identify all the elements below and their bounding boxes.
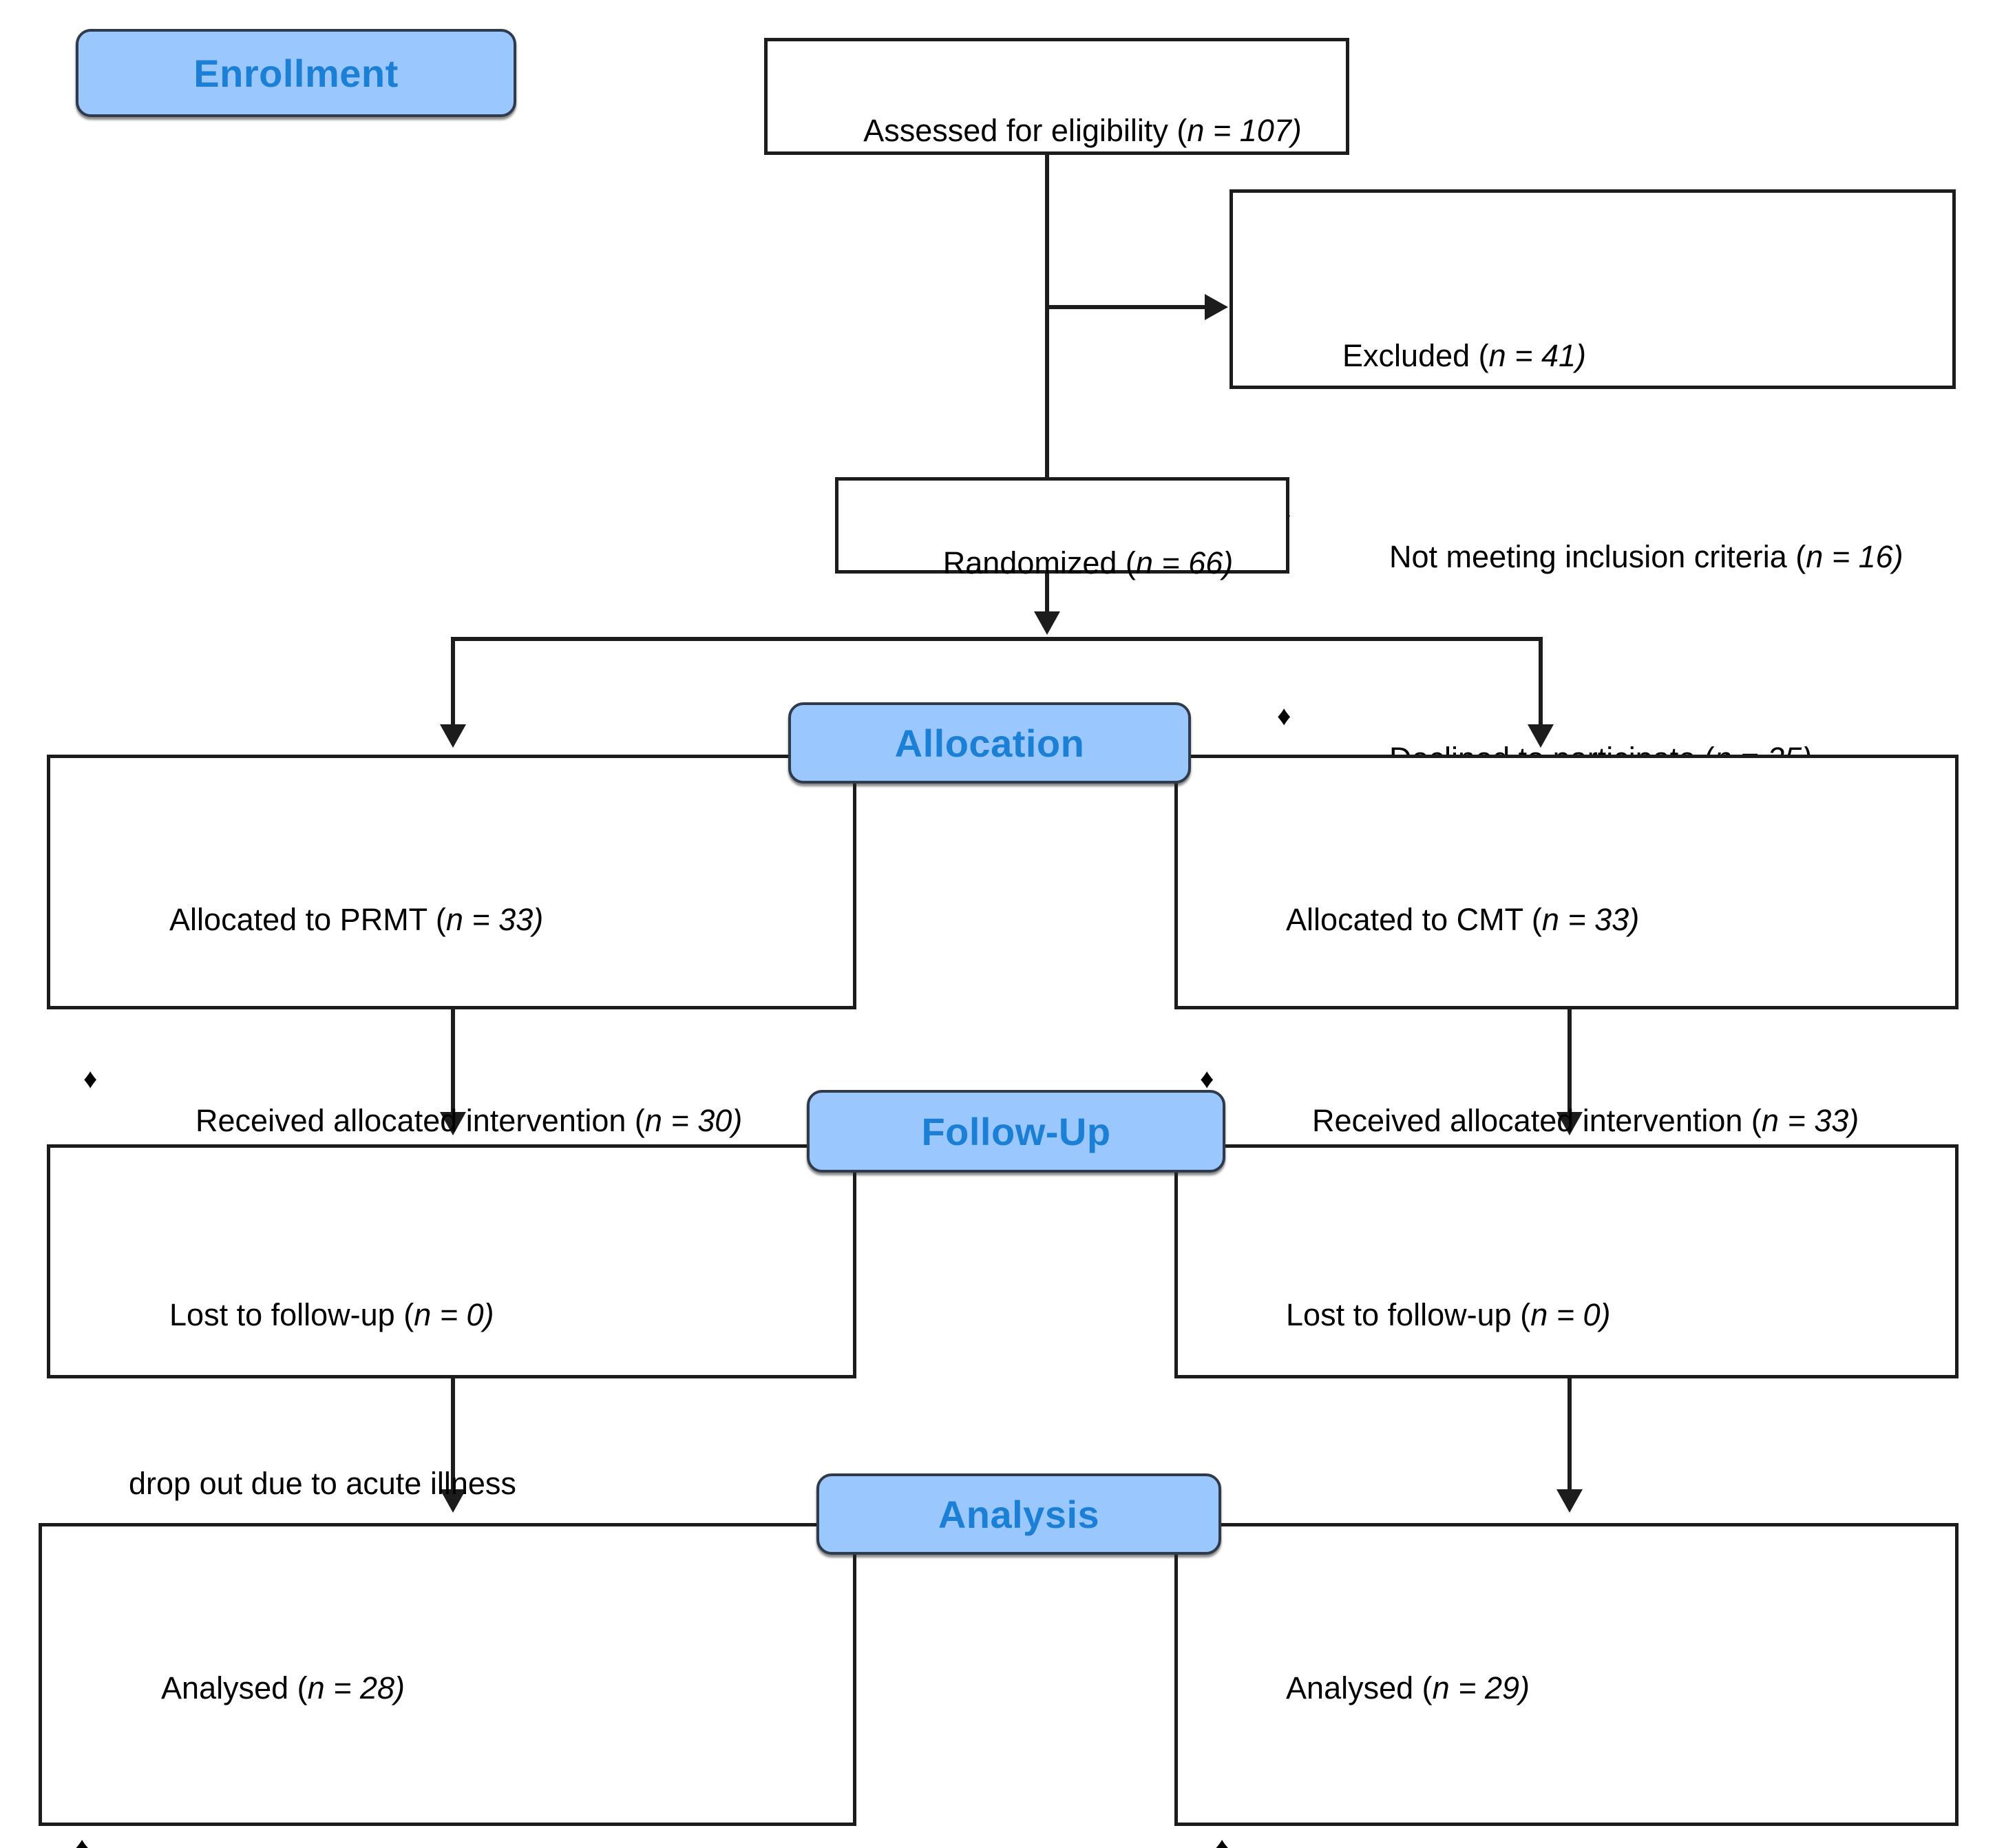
- connector-followup-left-to-analysis: [451, 1378, 455, 1495]
- arrowhead-split-left: [440, 724, 466, 748]
- connector-split-left-drop: [451, 637, 455, 737]
- excluded-item-0-value: = 16): [1823, 539, 1903, 574]
- analysis-right-heading-label: Analysed (: [1286, 1670, 1433, 1705]
- follow-left-lost-value: = 0): [431, 1296, 494, 1332]
- analysis-left-heading-label: Analysed (: [161, 1670, 308, 1705]
- stage-label-analysis-text: Analysis: [938, 1492, 1100, 1536]
- arrowhead-split-right: [1528, 724, 1554, 748]
- arrowhead-alloc-right-to-followup: [1556, 1112, 1583, 1135]
- arrowhead-to-excluded: [1205, 294, 1228, 320]
- alloc-right-item-0: ♦ Received allocated intervention (n = 3…: [1200, 1061, 1941, 1182]
- follow-left-lost-label: Lost to follow-up (: [169, 1296, 414, 1332]
- alloc-right-heading-label: Allocated to CMT (: [1286, 901, 1542, 937]
- connector-assessed-to-randomized: [1045, 155, 1049, 479]
- analysis-right-heading-n: n: [1432, 1670, 1450, 1705]
- node-assessed-for-eligibility: Assessed for eligibility (n = 107): [764, 38, 1349, 155]
- diamond-bullet-icon: ♦: [1215, 1831, 1229, 1848]
- analysis-right-excluded: ♦ Excluded from analysis (n = 4): [1200, 1829, 1941, 1848]
- diamond-bullet-icon: ♦: [75, 1831, 89, 1848]
- alloc-left-heading-n: n: [445, 901, 463, 937]
- excluded-heading-label: Excluded (: [1342, 337, 1489, 373]
- follow-left-lost: Lost to follow-up (n = 0): [83, 1254, 838, 1376]
- connector-alloc-left-to-followup: [451, 1009, 455, 1120]
- alloc-left-heading-label: Allocated to PRMT (: [169, 901, 446, 937]
- follow-right-lost-n: n: [1530, 1296, 1548, 1332]
- alloc-right-item-0-value: = 33): [1778, 1103, 1859, 1138]
- excluded-item-0-n: n: [1806, 539, 1824, 574]
- assessed-text: Assessed for eligibility (: [863, 112, 1188, 148]
- assessed-value: = 107): [1204, 112, 1302, 148]
- spacer: [1200, 1456, 1941, 1480]
- arrowhead-followup-right-to-analysis: [1556, 1489, 1583, 1513]
- stage-label-allocation: Allocation: [788, 702, 1191, 784]
- node-allocated-cmt: Allocated to CMT (n = 33) ♦ Received all…: [1174, 755, 1959, 1340]
- stage-label-followup: Follow-Up: [807, 1090, 1225, 1173]
- arrowhead-randomized-stem: [1034, 611, 1060, 635]
- diamond-bullet-icon: ♦: [83, 1063, 98, 1094]
- follow-right-lost: Lost to follow-up (n = 0): [1200, 1254, 1941, 1376]
- alloc-left-item-0-label: Received allocated intervention (: [196, 1103, 645, 1138]
- connector-followup-right-to-analysis: [1567, 1378, 1572, 1495]
- node-analysis-prmt: Analysed (n = 28) ♦ Excluded from analys…: [39, 1523, 856, 1848]
- alloc-right-heading-value: = 33): [1559, 901, 1640, 937]
- node-randomized: Randomized (n = 66): [835, 477, 1289, 580]
- analysis-left-excluded: ♦ Excluded from analysis (n = 5): [75, 1829, 838, 1848]
- alloc-left-heading: Allocated to PRMT (n = 33): [83, 859, 838, 980]
- arrowhead-followup-left-to-analysis: [440, 1489, 466, 1513]
- assessed-n-symbol: n: [1187, 112, 1205, 148]
- analysis-left-heading-value: = 28): [324, 1670, 405, 1705]
- stage-label-allocation-text: Allocation: [894, 721, 1085, 765]
- alloc-left-item-0-value: = 30): [662, 1103, 743, 1138]
- analysis-left-heading-n: n: [307, 1670, 325, 1705]
- arrowhead-alloc-left-to-followup: [440, 1112, 466, 1135]
- analysis-right-heading-value: = 29): [1449, 1670, 1530, 1705]
- stage-label-enrollment-text: Enrollment: [193, 51, 399, 95]
- analysis-right-heading: Analysed (n = 29): [1200, 1628, 1941, 1749]
- randomized-label: Randomized (: [942, 545, 1136, 580]
- connector-randomized-stem: [1045, 574, 1049, 613]
- node-followup-cmt: Lost to follow-up (n = 0) Discontinued i…: [1174, 1144, 1959, 1758]
- alloc-right-heading-n: n: [1541, 901, 1559, 937]
- stage-label-analysis: Analysis: [816, 1473, 1221, 1555]
- connector-split-bar: [451, 637, 1543, 641]
- connector-to-excluded: [1045, 305, 1207, 309]
- node-analysis-cmt: Analysed (n = 29) ♦ Excluded from analys…: [1174, 1523, 1959, 1848]
- stage-label-enrollment: Enrollment: [76, 29, 516, 117]
- node-allocated-prmt: Allocated to PRMT (n = 33) ♦ Received al…: [47, 755, 856, 1501]
- alloc-left-note: drop out due to acute illness: [83, 1464, 838, 1504]
- excluded-item-0-label: Not meeting inclusion criteria (: [1389, 539, 1806, 574]
- follow-right-lost-label: Lost to follow-up (: [1286, 1296, 1531, 1332]
- alloc-left-heading-value: = 33): [463, 901, 544, 937]
- follow-left-lost-n: n: [414, 1296, 432, 1332]
- excluded-heading-value: = 41): [1506, 337, 1586, 373]
- node-followup-prmt: Lost to follow-up (n = 0) Discontinued i…: [47, 1144, 856, 1758]
- follow-right-lost-value: = 0): [1548, 1296, 1611, 1332]
- alloc-right-item-0-n: n: [1761, 1103, 1779, 1138]
- randomized-value: = 66): [1152, 545, 1234, 580]
- alloc-right-item-0-label: Received allocated intervention (: [1312, 1103, 1762, 1138]
- excluded-item-0: ♦ Not meeting inclusion criteria (n = 16…: [1256, 497, 1934, 618]
- analysis-left-heading: Analysed (n = 28): [75, 1628, 838, 1749]
- diamond-bullet-icon: ♦: [1200, 1063, 1214, 1094]
- connector-alloc-right-to-followup: [1567, 1009, 1572, 1120]
- spacer: [83, 1456, 838, 1480]
- node-excluded: Excluded (n = 41) ♦ Not meeting inclusio…: [1229, 189, 1956, 776]
- alloc-left-item-0: ♦ Received allocated intervention (n = 3…: [83, 1061, 838, 1182]
- alloc-left-note-text: drop out due to acute illness: [129, 1465, 516, 1501]
- randomized-n: n: [1135, 545, 1153, 580]
- alloc-right-heading: Allocated to CMT (n = 33): [1200, 859, 1941, 980]
- alloc-left-item-0-n: n: [644, 1103, 662, 1138]
- excluded-heading-n: n: [1488, 337, 1506, 373]
- excluded-heading: Excluded (n = 41): [1256, 295, 1934, 417]
- diamond-bullet-icon: ♦: [1277, 701, 1291, 731]
- connector-split-right-drop: [1539, 637, 1543, 737]
- stage-label-followup-text: Follow-Up: [921, 1109, 1111, 1153]
